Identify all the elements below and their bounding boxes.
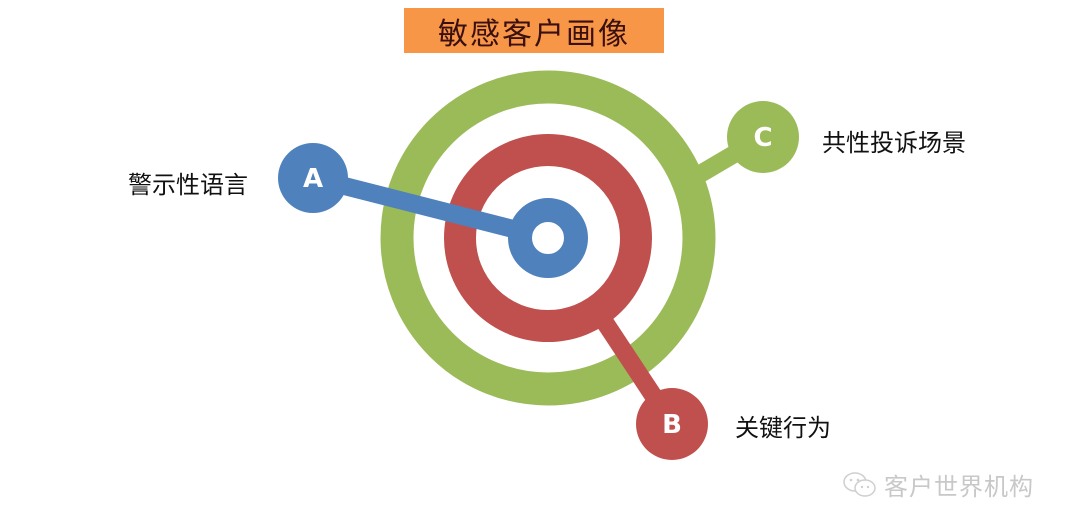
watermark-text: 客户世界机构 [884,473,1034,501]
marker-a-letter: A [303,164,323,194]
inner-ring-blue [508,198,588,278]
connector-a [310,169,528,241]
page-title: 敏感客户画像 [438,16,630,52]
label-common-complaint-scenarios: 共性投诉场景 [822,129,966,157]
wechat-icon [843,471,876,497]
label-key-behavior: 关键行为 [735,414,831,442]
marker-c-letter: C [753,123,772,153]
middle-ring-red [444,134,652,342]
marker-b-letter: B [662,410,682,440]
marker-b: B [636,388,708,460]
label-warning-language: 警示性语言 [128,171,248,199]
outer-ring-green [380,70,716,406]
marker-c: C [727,101,799,173]
marker-a: A [278,143,348,213]
title-banner: 敏感客户画像 [404,8,664,53]
watermark: 客户世界机构 [842,467,1034,502]
